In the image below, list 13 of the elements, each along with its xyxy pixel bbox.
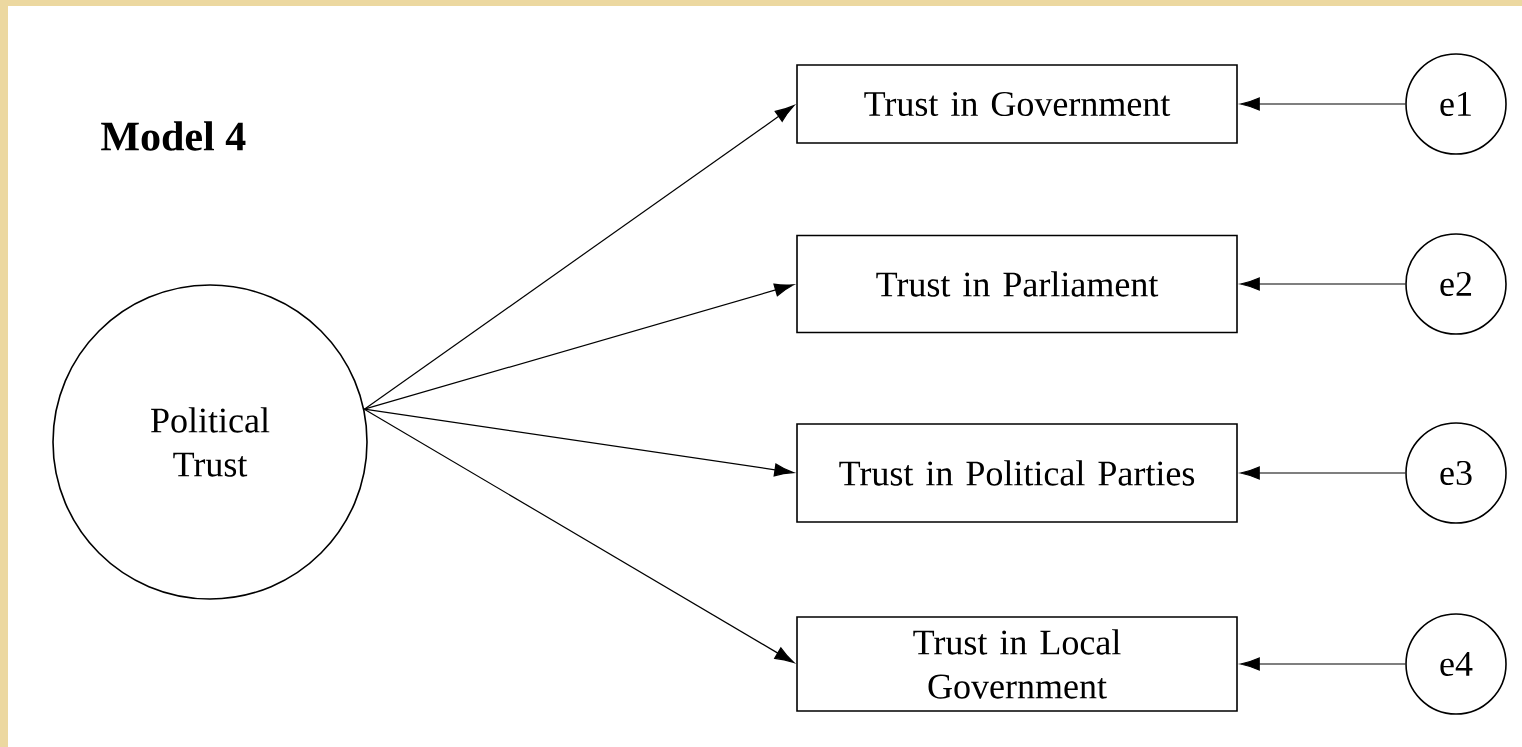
arrow bbox=[363, 105, 795, 410]
arrow bbox=[1240, 277, 1406, 291]
variable-box: Trust in Local Government bbox=[796, 616, 1238, 712]
arrow bbox=[363, 408, 794, 477]
arrow bbox=[1240, 97, 1406, 111]
arrow bbox=[1240, 466, 1406, 480]
variable-box: Trust in Political Parties bbox=[796, 423, 1238, 523]
arrow bbox=[1240, 657, 1406, 671]
title: Model 4 bbox=[101, 121, 246, 151]
variable-box: Trust in Government bbox=[796, 64, 1238, 144]
arrow bbox=[363, 283, 795, 410]
variable-box: Trust in Parliament bbox=[796, 234, 1238, 334]
arrow bbox=[363, 408, 795, 664]
